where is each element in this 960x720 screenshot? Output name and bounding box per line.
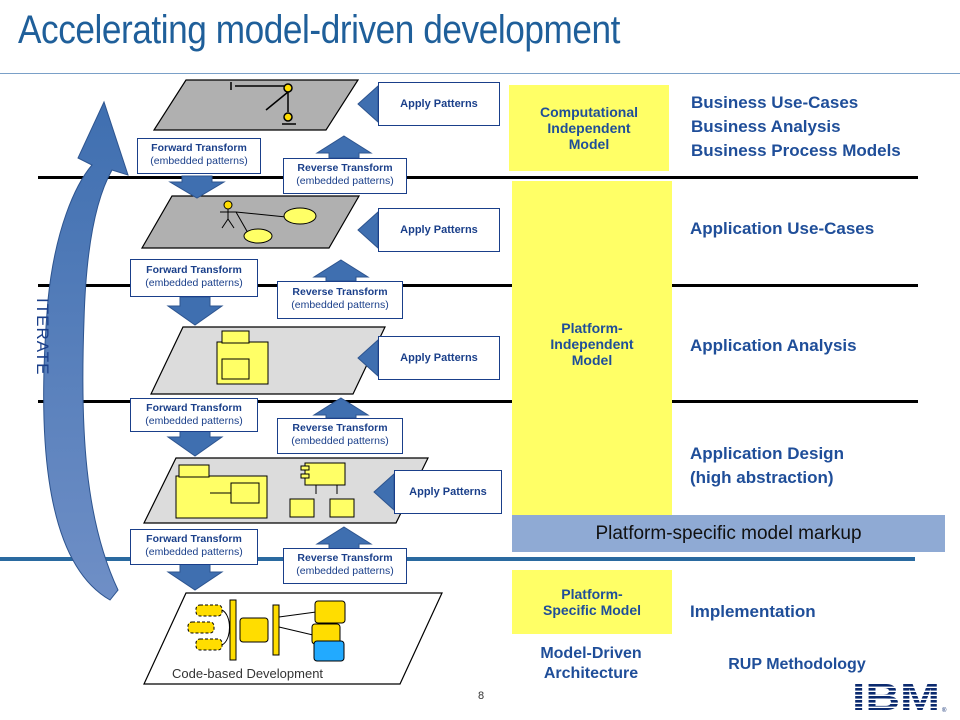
separator-line: [38, 284, 918, 287]
business-model-plane: [152, 79, 360, 131]
use-case-icon: [220, 200, 317, 244]
separator-line: [38, 400, 918, 403]
apply-patterns-box: Apply Patterns: [378, 336, 500, 380]
class-diagram-icon: [216, 330, 269, 385]
rup-business-text: Business Use-Cases Business Analysis Bus…: [691, 93, 901, 160]
component-diagram-icon: [175, 462, 355, 519]
psm-box: Platform- Specific Model: [512, 570, 672, 634]
apply-patterns-label: Apply Patterns: [409, 486, 487, 498]
rup-use-cases-text: Application Use-Cases: [690, 219, 875, 238]
forward-arrow-icon: [166, 175, 226, 591]
reverse-arrow-icon: [312, 135, 373, 550]
apply-patterns-label: Apply Patterns: [400, 352, 478, 364]
apply-patterns-box: Apply Patterns: [394, 470, 502, 514]
platform-markup-bar: Platform-specific model markup: [512, 515, 945, 552]
apply-patterns-box: Apply Patterns: [378, 208, 500, 252]
reverse-transform-label: Reverse Transform (embedded patterns): [283, 158, 407, 194]
iterate-label: ITERATE: [33, 298, 52, 376]
forward-transform-label: Forward Transform (embedded patterns): [137, 138, 261, 174]
code-development-label: Code-based Development: [172, 666, 324, 681]
reverse-transform-label: Reverse Transform (embedded patterns): [277, 418, 403, 454]
forward-transform-label: Forward Transform (embedded patterns): [130, 259, 258, 297]
cim-box: Computational Independent Model: [509, 85, 669, 171]
rup-design-text: Application Design (high abstraction): [690, 444, 844, 487]
code-component-icon: [187, 599, 346, 662]
page-title: Accelerating model-driven development: [18, 8, 621, 52]
reverse-transform-label: Reverse Transform (embedded patterns): [283, 548, 407, 584]
pim-box: Platform- Independent Model: [512, 181, 672, 515]
apply-patterns-box: Apply Patterns: [378, 82, 500, 126]
forward-transform-label: Forward Transform (embedded patterns): [130, 529, 258, 565]
forward-transform-label: Forward Transform (embedded patterns): [130, 398, 258, 432]
actor-icon: [230, 82, 296, 125]
apply-arrow-icon: [357, 84, 395, 512]
iterate-arrow-icon: [43, 100, 129, 601]
reverse-transform-label: Reverse Transform (embedded patterns): [277, 281, 403, 319]
page-number: 8: [478, 690, 485, 702]
ibm-logo-text: IBM: [852, 677, 940, 716]
rup-implementation-text: Implementation: [690, 602, 816, 621]
apply-patterns-label: Apply Patterns: [400, 224, 478, 236]
mda-label: Model-Driven Architecture: [540, 645, 642, 682]
apply-patterns-label: Apply Patterns: [400, 98, 478, 110]
title-rule: [0, 73, 960, 74]
rup-label: RUP Methodology: [728, 656, 866, 673]
separator-band: [0, 557, 915, 561]
rup-analysis-text: Application Analysis: [690, 336, 857, 355]
ibm-logo: IBM ®: [852, 677, 947, 716]
svg-text:®: ®: [942, 707, 947, 714]
separator-line: [38, 176, 918, 179]
